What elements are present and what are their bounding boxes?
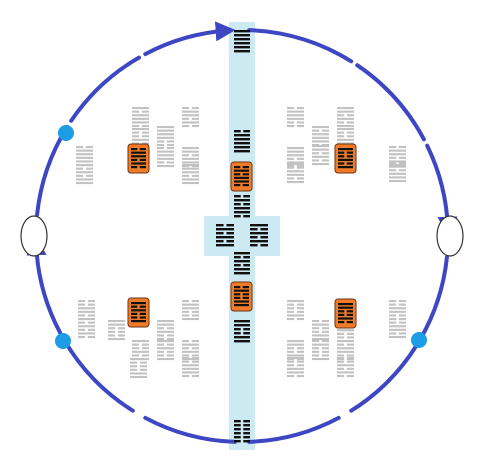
- center-column-hexagram-2: [234, 130, 250, 153]
- bottom-right-hexagram-9: [337, 357, 354, 378]
- bottom-right-hexagram-6: [389, 318, 406, 339]
- bottom-right-hexagram-2: [389, 300, 406, 321]
- bottom-left-hexagram-4: [132, 340, 149, 361]
- dot-bottom-left: [55, 333, 71, 349]
- top-left-hexagram-9: [182, 164, 199, 185]
- center-column-hexagram-5: [234, 320, 250, 343]
- oval-left: [20, 215, 48, 257]
- center-crossbar: [204, 216, 280, 256]
- oval-right: [436, 215, 464, 257]
- bottom-right-hexagram-7: [312, 340, 329, 361]
- top-right-hexagram-7: [312, 145, 329, 166]
- vertical-band-layer: [204, 22, 280, 450]
- top-left-hexagram-8: [76, 164, 93, 185]
- center-column-hexagram-6: [234, 420, 250, 443]
- highlight-center-lower-lines: [234, 286, 249, 307]
- cycle-arc-top-right-b: [355, 63, 426, 142]
- highlight-top-right-lines: [338, 148, 353, 169]
- center-pair-right: [250, 224, 268, 247]
- dot-bottom-right: [411, 332, 427, 348]
- center-pair-left: [216, 224, 234, 247]
- circle-markers-layer: [20, 125, 464, 349]
- highlight-bottom-left-box: [127, 297, 150, 328]
- top-left-hexagram-3: [157, 126, 174, 147]
- highlight-bottom-left: [127, 297, 150, 328]
- bottom-right-hexagram-8: [287, 357, 304, 378]
- center-column-layer: [127, 30, 357, 443]
- cycle-arc-top-left-b: [143, 21, 236, 57]
- highlight-center-lower: [230, 281, 253, 312]
- bottom-left-hexagram-7: [157, 340, 174, 361]
- top-right-hexagram-9: [287, 163, 304, 184]
- cycle-arc-left-lower: [26, 235, 63, 335]
- center-column-hexagram-4: [234, 252, 250, 275]
- cycle-arc-bottom-left-a: [143, 415, 237, 444]
- bottom-left-hexagram-2: [182, 300, 199, 321]
- highlight-top-left: [127, 143, 150, 174]
- highlight-bottom-left-lines: [131, 302, 146, 323]
- top-right-hexagram-1: [287, 107, 304, 128]
- center-column-hexagram-3: [234, 195, 250, 218]
- bottom-left-hexagram-1: [78, 300, 95, 321]
- highlight-bottom-right-lines: [338, 303, 353, 324]
- cycle-arc-top-right-a: [247, 28, 354, 64]
- bottom-right-hexagram-3: [312, 320, 329, 341]
- top-right-hexagram-4: [389, 146, 406, 167]
- top-left-hexagram-7: [157, 147, 174, 168]
- top-right-hexagram-2: [337, 107, 354, 128]
- cycle-arc-bottom-right: [349, 343, 419, 413]
- cycle-arc-bottom: [247, 415, 341, 444]
- bottom-left-hexagram-9: [182, 357, 199, 378]
- bottom-left-hexagram-10: [108, 320, 125, 341]
- highlight-top-right: [334, 143, 357, 174]
- bottom-left-hexagram-6: [78, 318, 95, 339]
- highlight-top-right-box: [334, 143, 357, 174]
- cycle-arc-right-lower: [418, 255, 449, 341]
- highlight-center-upper-box: [230, 161, 253, 192]
- top-left-hexagram-2: [182, 107, 199, 128]
- cycle-arc-bottom-left-b: [61, 337, 135, 413]
- bottom-left-hexagram-5: [182, 340, 199, 361]
- top-right-hexagram-5: [287, 147, 304, 168]
- highlight-center-upper-lines: [234, 166, 249, 187]
- bottom-right-hexagram-1: [287, 300, 304, 321]
- top-left-hexagram-4: [76, 146, 93, 167]
- bottom-left-hexagram-8: [130, 358, 147, 379]
- dot-top-left: [58, 125, 74, 141]
- highlight-bottom-right: [334, 298, 357, 329]
- top-right-hexagram-8: [389, 162, 406, 183]
- quadrant-hexagrams-layer: [76, 107, 406, 379]
- cycle-arc-right-upper: [425, 143, 458, 237]
- highlight-bottom-right-box: [334, 298, 357, 329]
- highlight-top-left-box: [127, 143, 150, 174]
- highlight-center-upper: [230, 161, 253, 192]
- bottom-left-hexagram-3: [157, 320, 174, 341]
- highlight-top-left-lines: [131, 148, 146, 169]
- cycle-arc-top-left-a: [69, 55, 141, 123]
- top-left-hexagram-1: [132, 107, 149, 128]
- center-column-hexagram-1: [234, 30, 250, 53]
- top-right-hexagram-3: [312, 126, 329, 147]
- highlight-center-lower-box: [230, 281, 253, 312]
